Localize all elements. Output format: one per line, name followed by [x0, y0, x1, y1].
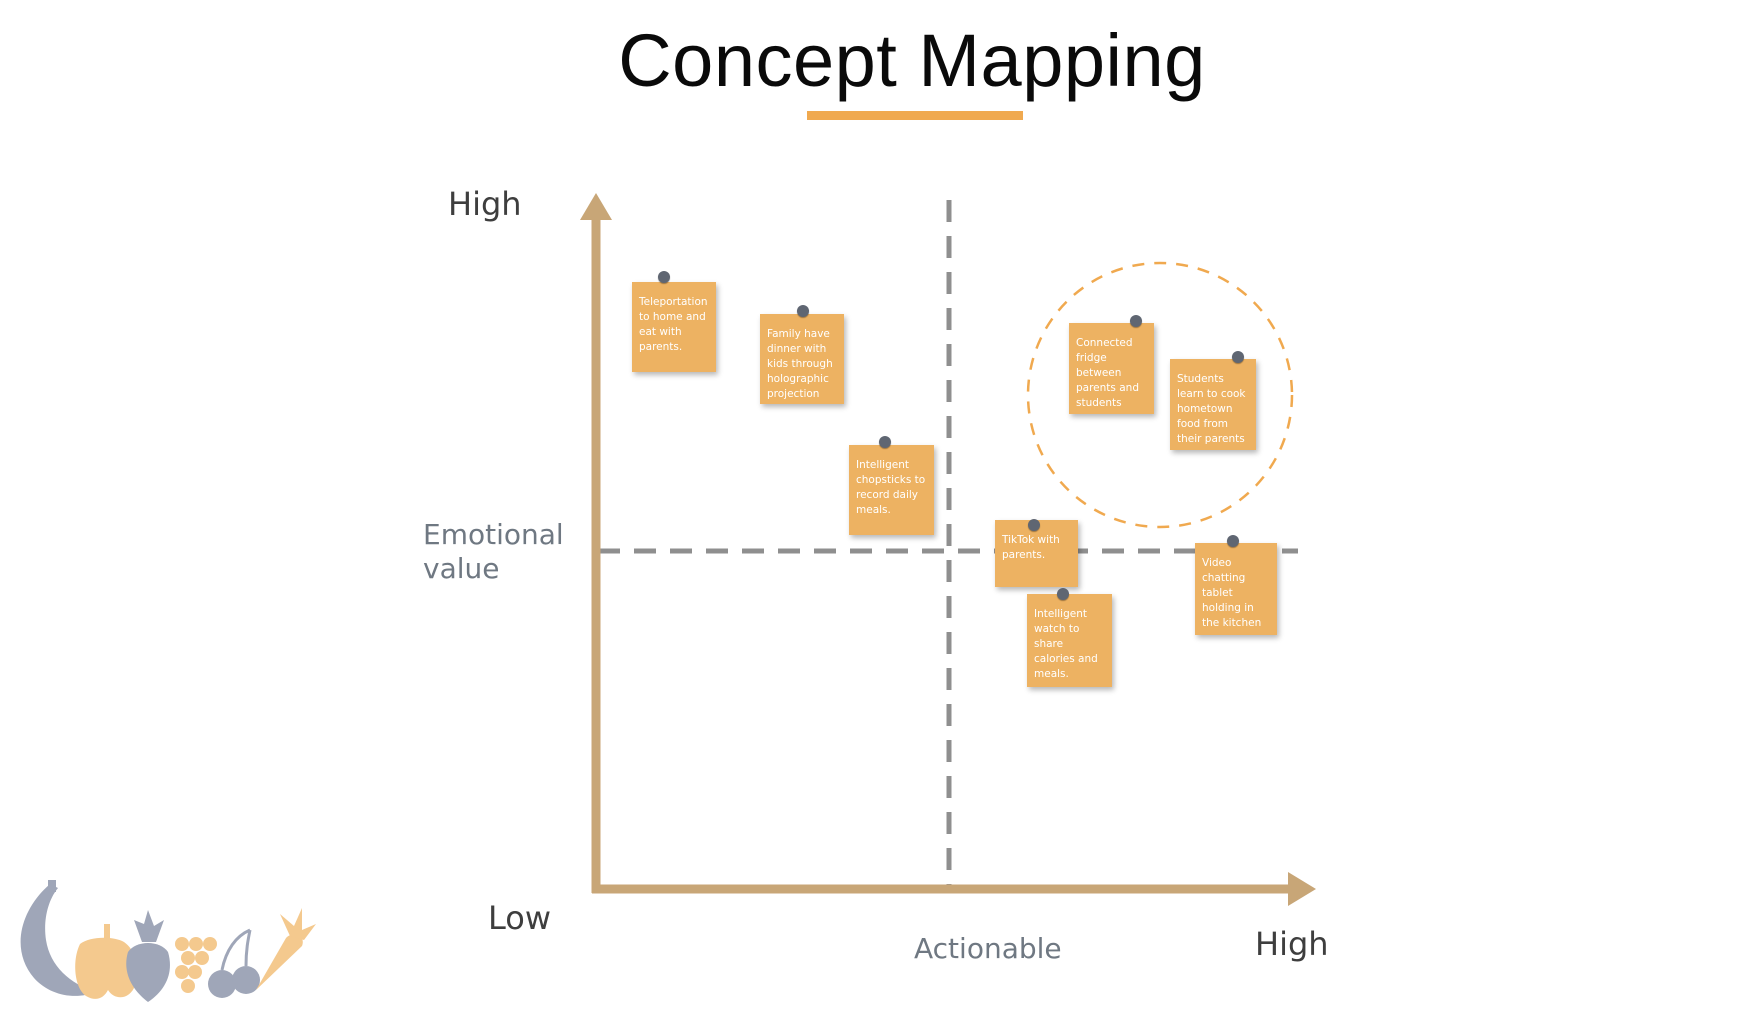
produce-logo [20, 880, 316, 1002]
sticky-note: Video chatting tablet holding in the kit… [1195, 543, 1277, 635]
x-axis-label: Actionable [914, 932, 1062, 965]
sticky-note: Students learn to cook hometown food fro… [1170, 359, 1256, 450]
x-axis-arrow [1288, 872, 1316, 906]
pin-icon [1232, 351, 1244, 363]
pin-icon [1130, 315, 1142, 327]
cherry-icon [208, 928, 260, 998]
x-axis-low-label: Low [488, 899, 552, 937]
sticky-note: Teleportation to home and eat with paren… [632, 282, 716, 372]
sticky-note: Family have dinner with kids through hol… [760, 314, 844, 404]
sticky-note: TikTok with parents. [995, 520, 1078, 587]
pepper-icon [75, 924, 138, 999]
banana-icon [20, 880, 96, 996]
y-axis-label-line2: value [423, 552, 500, 585]
y-axis-high-label: High [448, 185, 522, 223]
y-axis-label-line1: Emotional [423, 518, 564, 551]
cluster-circle [1026, 261, 1294, 529]
y-axis-arrow [580, 193, 612, 220]
pin-icon [1057, 588, 1069, 600]
grapes-icon [175, 937, 217, 993]
sticky-note: Intelligent chopsticks to record daily m… [849, 445, 934, 535]
pin-icon [1227, 535, 1239, 547]
pin-icon [1028, 519, 1040, 531]
page-title: Concept Mapping [618, 19, 1206, 102]
carrot-icon [256, 908, 316, 990]
sticky-note: Intelligent watch to share calories and … [1027, 594, 1112, 687]
title-underline [807, 111, 1023, 120]
pin-icon [797, 305, 809, 317]
pin-icon [879, 436, 891, 448]
pin-icon [658, 271, 670, 283]
x-axis-high-label: High [1255, 925, 1329, 963]
sticky-note: Connected fridge between parents and stu… [1069, 323, 1154, 414]
beet-icon [126, 910, 170, 1002]
